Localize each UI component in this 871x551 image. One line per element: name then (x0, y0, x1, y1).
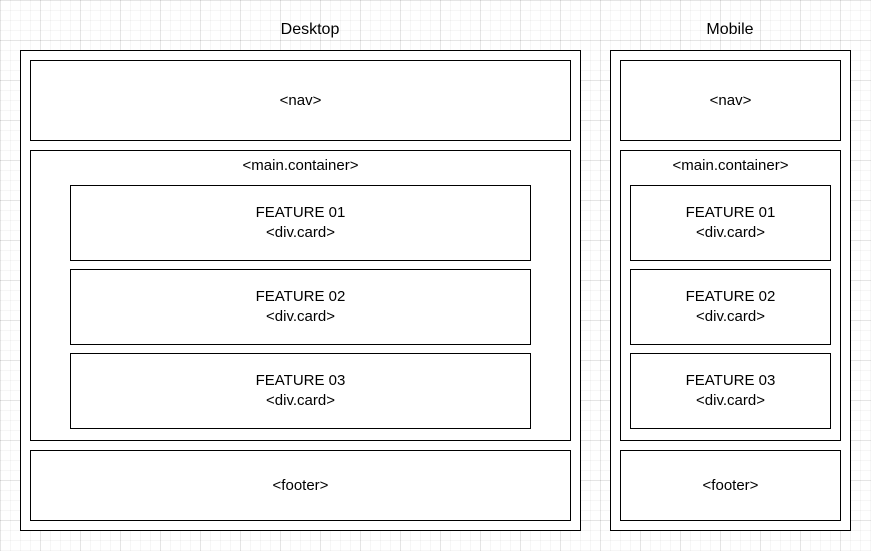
desktop-card-2-label: <div.card> (266, 308, 335, 325)
desktop-title: Desktop (280, 21, 340, 38)
desktop-card-2-title: FEATURE 02 (255, 288, 346, 305)
desktop-card-3-title: FEATURE 03 (255, 372, 346, 389)
mobile-card-1-label: <div.card> (696, 224, 765, 241)
mobile-card-3-label: <div.card> (696, 392, 765, 409)
desktop-card-3-label: <div.card> (266, 392, 335, 409)
mobile-nav-label: <nav> (709, 92, 752, 109)
desktop-footer-label: <footer> (272, 477, 329, 494)
desktop-card-1: FEATURE 01 <div.card> (70, 185, 531, 261)
mobile-card-3-title: FEATURE 03 (685, 372, 776, 389)
mobile-card-1-title: FEATURE 01 (685, 204, 776, 221)
desktop-card-3: FEATURE 03 <div.card> (70, 353, 531, 429)
mobile-card-2: FEATURE 02 <div.card> (630, 269, 831, 345)
desktop-main-label: <main.container> (242, 157, 359, 174)
desktop-nav-label: <nav> (279, 92, 322, 109)
mobile-card-2-label: <div.card> (696, 308, 765, 325)
desktop-card-2: FEATURE 02 <div.card> (70, 269, 531, 345)
desktop-card-1-title: FEATURE 01 (255, 204, 346, 221)
mobile-card-1: FEATURE 01 <div.card> (630, 185, 831, 261)
mobile-card-2-title: FEATURE 02 (685, 288, 776, 305)
mobile-title: Mobile (706, 21, 754, 38)
desktop-footer: <footer> (30, 450, 571, 521)
mobile-card-3: FEATURE 03 <div.card> (630, 353, 831, 429)
mobile-footer: <footer> (620, 450, 841, 521)
mobile-footer-label: <footer> (702, 477, 759, 494)
mobile-nav: <nav> (620, 60, 841, 141)
desktop-card-1-label: <div.card> (266, 224, 335, 241)
desktop-nav: <nav> (30, 60, 571, 141)
mobile-main-label: <main.container> (672, 157, 789, 174)
